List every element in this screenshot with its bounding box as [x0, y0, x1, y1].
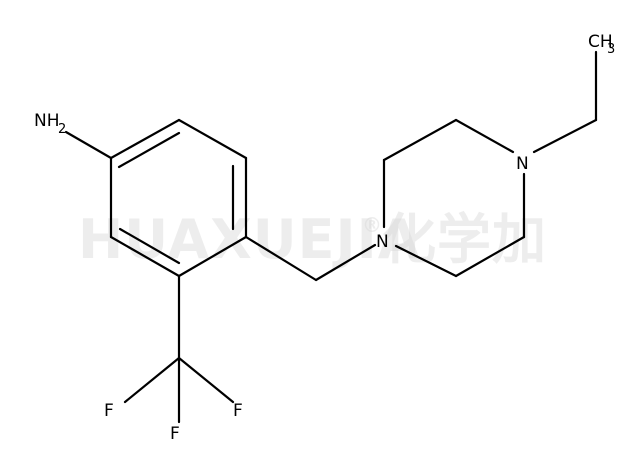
bond-ring-ch2 — [244, 235, 318, 282]
atom-subscript-methyl: 3 — [607, 42, 615, 57]
bond-c-f2 — [177, 356, 235, 404]
ring-bond-inner — [118, 227, 181, 265]
watermark-registered-mark: ® — [362, 213, 383, 237]
ring-bond — [177, 118, 248, 160]
ring-bond — [382, 118, 458, 162]
ring-bond — [454, 235, 526, 278]
bond-c-f1 — [123, 356, 181, 404]
watermark: HUAXUEJIA ® 化学加 — [78, 208, 547, 271]
ring-bond-inner — [117, 131, 181, 169]
ring-bond — [109, 235, 181, 278]
watermark-cjk: 化学加 — [382, 208, 547, 271]
ring-bond — [394, 244, 458, 278]
atom-label-amine: NH — [34, 111, 60, 131]
bond-n4-ch2 — [532, 118, 598, 154]
ring-bond — [454, 118, 515, 154]
atom-label-n4: N — [516, 154, 529, 174]
piperazine-ring — [382, 118, 526, 278]
atom-subscript-amine: 2 — [58, 122, 66, 137]
atom-label-f3: F — [170, 424, 180, 444]
atom-label-f2: F — [233, 401, 243, 421]
benzene-ring — [109, 118, 248, 278]
atom-label-n1: N — [376, 232, 389, 252]
atom-label-f1: F — [104, 401, 114, 421]
bond-ring-amine — [64, 130, 113, 160]
bond-ch2-n1 — [314, 243, 377, 282]
ring-bond — [109, 118, 181, 160]
ring-bond — [177, 235, 248, 278]
atom-label-methyl: CH — [588, 32, 613, 52]
